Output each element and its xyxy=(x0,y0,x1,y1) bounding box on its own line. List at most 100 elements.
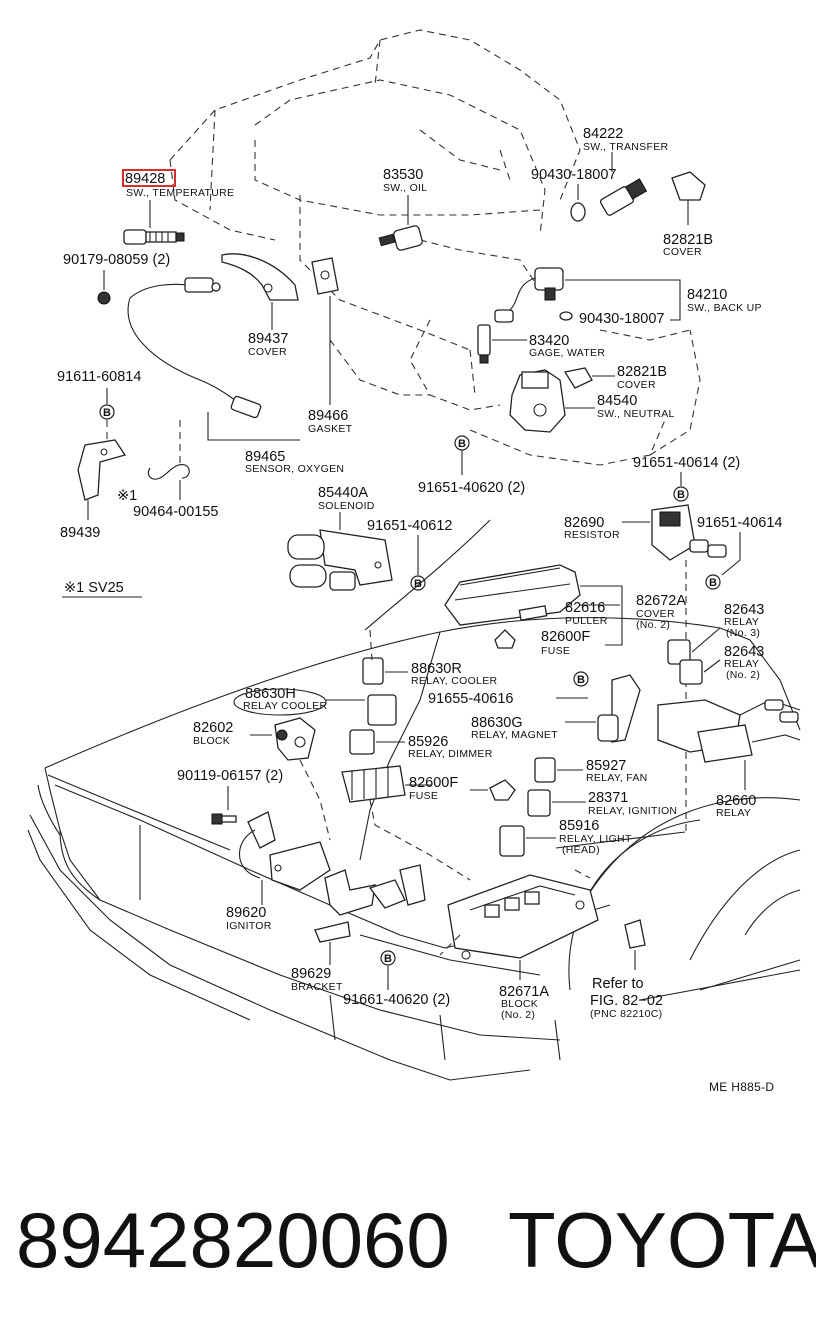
brand-name: TOYOTA xyxy=(508,1196,816,1284)
relay-88630h-icon xyxy=(367,694,397,726)
desc-82690: RESISTOR xyxy=(564,529,620,541)
desc-82672a: COVER xyxy=(636,608,675,620)
puller-icon xyxy=(518,605,548,621)
label-89620: 89620 xyxy=(226,905,266,921)
relay-magnet-icon xyxy=(597,674,641,743)
label-90179: 90179-08059 (2) xyxy=(63,252,170,268)
desc-85440a: SOLENOID xyxy=(318,500,375,512)
relay-88630r-icon xyxy=(362,657,384,685)
oil-switch-icon xyxy=(378,225,423,251)
desc-82671a: BLOCK xyxy=(501,998,538,1010)
relay-light-icon xyxy=(499,825,525,857)
clip-90464-icon xyxy=(147,463,190,480)
desc-89620: IGNITOR xyxy=(226,920,272,932)
label-83420: 83420 xyxy=(529,333,569,349)
label-83530: 83530 xyxy=(383,167,423,183)
label-82600f-b: 82600F xyxy=(409,775,458,791)
refer-line3: (PNC 82210C) xyxy=(590,1008,662,1020)
diagram-code: ME H885-D xyxy=(709,1080,774,1094)
desc-88630g: RELAY, MAGNET xyxy=(471,729,558,741)
label-90119: 90119-06157 (2) xyxy=(177,768,283,784)
label-91651-a: 91651-40614 (2) xyxy=(633,455,740,471)
desc-88630r: RELAY, COOLER xyxy=(411,675,497,687)
label-89629: 89629 xyxy=(291,966,331,982)
desc-83420: GAGE, WATER xyxy=(529,347,605,359)
desc-85926: RELAY, DIMMER xyxy=(408,748,493,760)
label-82602: 82602 xyxy=(193,720,233,736)
label-84540: 84540 xyxy=(597,393,637,409)
callout-b-1: B xyxy=(99,404,115,420)
neutral-switch-icon xyxy=(509,369,566,433)
fuse-82600f-b-icon xyxy=(489,779,516,801)
label-89428: 89428 xyxy=(125,171,165,187)
label-91611: 91611-60814 xyxy=(57,369,141,385)
label-89465: 89465 xyxy=(245,449,285,465)
transfer-switch-icon xyxy=(599,178,648,216)
relay-ignition-icon xyxy=(527,789,551,817)
svg-text:B: B xyxy=(709,577,717,589)
cover-82821b-icon-2 xyxy=(563,367,593,389)
solenoid-icon xyxy=(287,529,393,591)
svg-text:B: B xyxy=(103,407,111,419)
desc-82660: RELAY xyxy=(716,807,751,819)
block-82602-icon xyxy=(274,717,316,761)
desc-89466: GASKET xyxy=(308,423,353,435)
desc-89428: SW., TEMPERATURE xyxy=(126,187,234,199)
label-91655: 91655-40616 xyxy=(428,691,513,707)
svg-text:B: B xyxy=(577,674,585,686)
gasket-icon xyxy=(311,257,339,295)
desc-88630h: RELAY COOLER xyxy=(243,700,327,712)
label-28371: 28371 xyxy=(588,790,628,806)
label-91661: 91661-40620 (2) xyxy=(343,992,450,1008)
desc2-82671a: (No. 2) xyxy=(501,1009,535,1021)
label-82690: 82690 xyxy=(564,515,604,531)
desc-28371: RELAY, IGNITION xyxy=(588,805,677,817)
bracket-frame-icon xyxy=(324,869,376,916)
relay-fan-icon xyxy=(534,757,556,783)
label-88630h: 88630H xyxy=(245,686,296,702)
desc-82821b-1: COVER xyxy=(663,246,702,258)
desc2-82672a: (No. 2) xyxy=(636,619,670,631)
bolt-icon xyxy=(211,813,237,825)
label-91651-c: 91651-40612 xyxy=(367,518,452,534)
cover-82821b-icon-1 xyxy=(671,171,706,225)
water-gage-icon xyxy=(477,324,491,364)
desc-85927: RELAY, FAN xyxy=(586,772,648,784)
relay-dimmer-icon xyxy=(349,729,375,755)
desc2-82643-a: (No. 3) xyxy=(726,627,760,639)
label-88630g: 88630G xyxy=(471,715,523,731)
label-89439: 89439 xyxy=(60,525,100,541)
label-82616: 82616 xyxy=(565,600,605,616)
part-number: 8942820060 xyxy=(16,1196,450,1284)
label-85916: 85916 xyxy=(559,818,599,834)
desc-85916: RELAY, LIGHT xyxy=(559,833,632,845)
label-91651-d: 91651-40614 xyxy=(697,515,782,531)
fuse-cover-icon xyxy=(444,564,581,626)
label-82660: 82660 xyxy=(716,793,756,809)
resistor-icon xyxy=(651,504,727,561)
callout-b-6: B xyxy=(573,671,589,687)
desc-89629: BRACKET xyxy=(291,981,343,993)
highlight-box xyxy=(122,169,176,187)
label-89437: 89437 xyxy=(248,331,288,347)
ignitor-icon xyxy=(238,811,331,891)
desc-83530: SW., OIL xyxy=(383,182,427,194)
engine-outline xyxy=(169,29,701,466)
svg-text:B: B xyxy=(677,489,685,501)
label-91651-b: 91651-40620 (2) xyxy=(418,480,525,496)
callout-b-5: B xyxy=(410,575,426,591)
fuse-82600f-a-icon xyxy=(494,629,516,649)
label-85927: 85927 xyxy=(586,758,626,774)
desc-82600f-b: FUSE xyxy=(409,790,438,802)
label-82672a: 82672A xyxy=(636,593,686,609)
parts-diagram: 89428 SW., TEMPERATURE 90179-08059 (2) 8… xyxy=(27,29,801,1094)
label-85926: 85926 xyxy=(408,734,448,750)
relay-82643-a-icon xyxy=(667,639,691,665)
desc2-85916: (HEAD) xyxy=(562,844,600,856)
desc-82643-a: RELAY xyxy=(724,616,759,628)
label-85440a: 85440A xyxy=(318,485,368,501)
desc2-82643-b: (No. 2) xyxy=(726,669,760,681)
star-mark: ※1 xyxy=(117,488,137,504)
desc-89437: COVER xyxy=(248,346,287,358)
desc-84210: SW., BACK UP xyxy=(687,302,762,314)
